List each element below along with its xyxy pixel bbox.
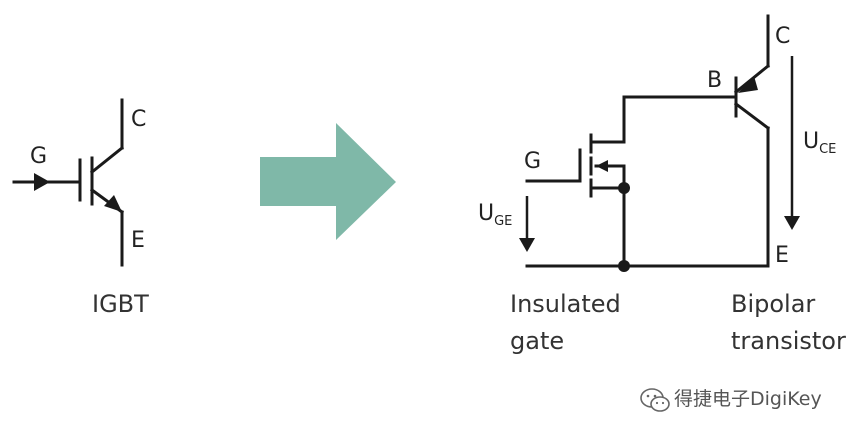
igbt-collector-label: C — [131, 107, 146, 132]
bipolar-caption-line1: Bipolar — [731, 290, 815, 318]
igbt-emitter-label: E — [131, 228, 145, 253]
bjt-emitter-arrow-icon — [738, 76, 758, 93]
uce-arrow-icon — [784, 216, 800, 230]
wechat-logo-icon — [640, 388, 670, 412]
watermark-text: 得捷电子DigiKey — [674, 388, 822, 410]
igbt-emitter-arrow-icon — [104, 195, 122, 212]
igbt-collector-lead — [89, 145, 125, 175]
bjt-lower-lead — [733, 101, 771, 131]
insulated-gate-caption-line2: gate — [510, 327, 564, 355]
bjt-base-label: B — [707, 68, 722, 93]
uge-arrow-icon — [519, 238, 535, 252]
uge-label: UGE — [478, 201, 512, 229]
equivalent-circuit: G B C E UGE UCE Insulated gate Bipolar t… — [478, 14, 846, 355]
igbt-symbol: G C E IGBT — [12, 98, 149, 318]
uge-main: U — [478, 201, 494, 226]
insulated-gate-caption-line1: Insulated — [510, 290, 621, 318]
watermark: 得捷电子DigiKey — [640, 388, 822, 412]
bipolar-caption-line2: transistor — [731, 327, 846, 355]
igbt-gate-label: G — [30, 144, 47, 169]
igbt-caption: IGBT — [92, 290, 149, 318]
bjt-collector-label: C — [775, 24, 790, 49]
uce-main: U — [803, 129, 819, 154]
mosfet-body-arrow-icon — [596, 160, 608, 172]
source-junction-dot — [618, 182, 630, 194]
uge-subscript: GE — [494, 214, 512, 229]
igbt-gate-arrow-icon — [34, 173, 50, 191]
bjt-emitter-label: E — [775, 243, 789, 268]
uce-label: UCE — [803, 129, 836, 157]
mosfet-gate-label: G — [524, 149, 541, 174]
transform-arrow-icon — [260, 123, 396, 240]
uce-subscript: CE — [819, 142, 836, 157]
